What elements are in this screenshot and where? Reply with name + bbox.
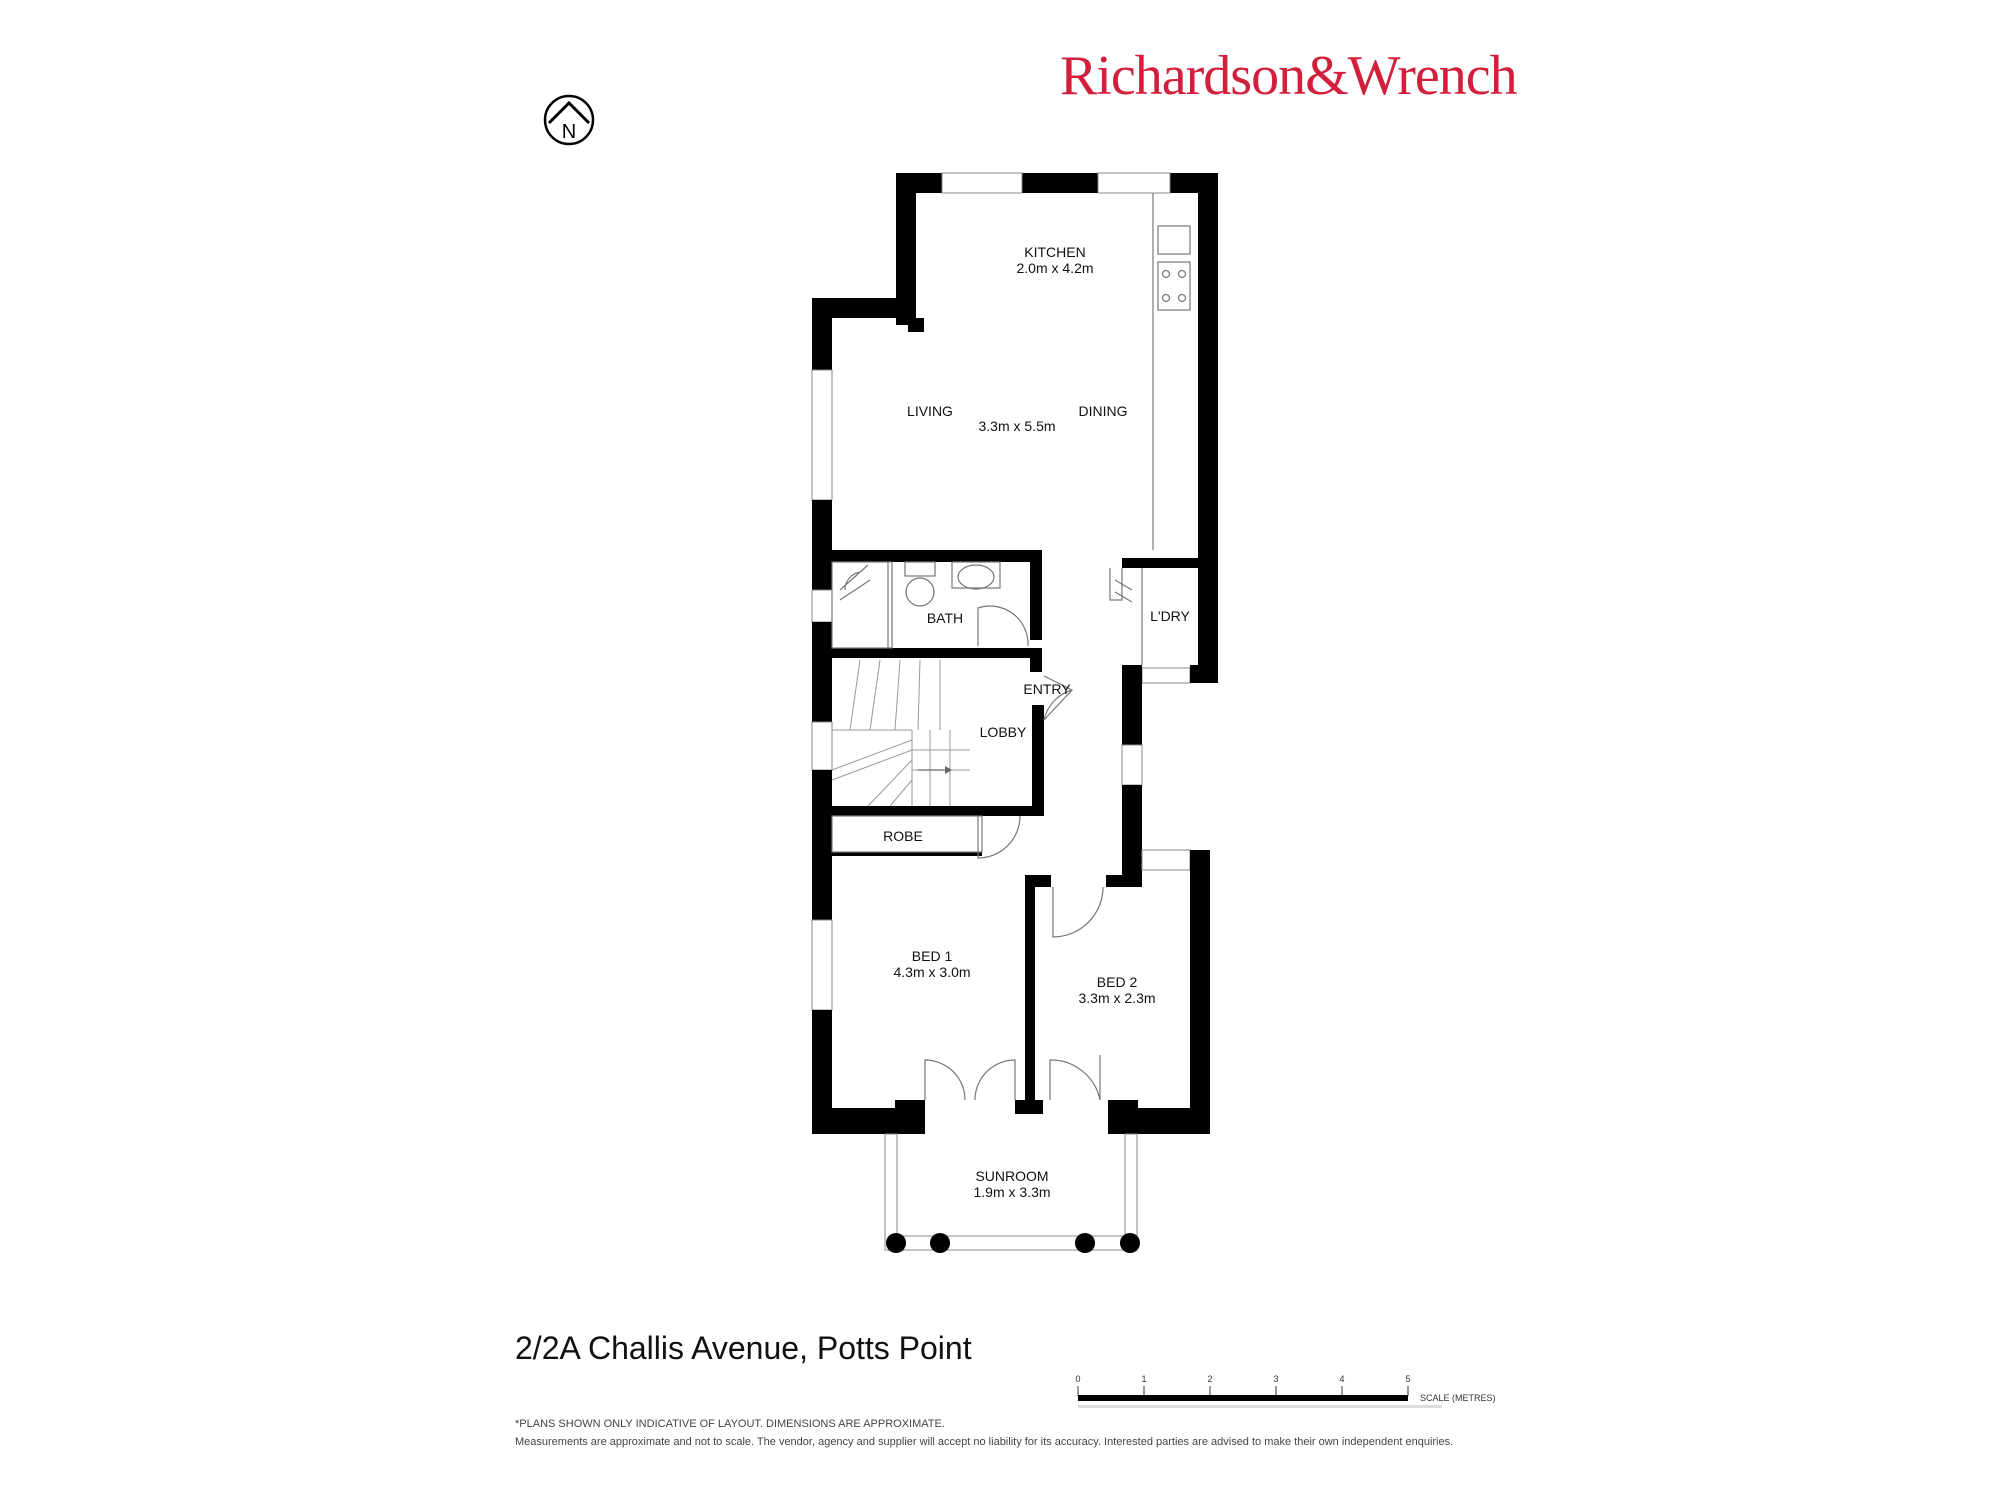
bed2-dims: 3.3m x 2.3m	[1078, 990, 1155, 1006]
living-name: LIVING	[907, 403, 953, 419]
disclaimer-line-2: Measurements are approximate and not to …	[515, 1436, 1454, 1448]
robe-name: ROBE	[883, 828, 923, 844]
laundry-name: L'DRY	[1150, 608, 1190, 624]
scale-bar: 0 1 2 3 4 5 SCALE (METRES)	[1075, 1374, 1496, 1408]
bed2-name: BED 2	[1097, 974, 1138, 990]
entry-name: ENTRY	[1023, 681, 1071, 697]
north-arrow-icon: N	[543, 94, 595, 146]
kitchen-name: KITCHEN	[1024, 244, 1085, 260]
sunroom-name: SUNROOM	[975, 1168, 1048, 1184]
kitchen-dims: 2.0m x 4.2m	[1016, 260, 1093, 276]
compass-label: N	[562, 121, 576, 143]
property-address: 2/2A Challis Avenue, Potts Point	[515, 1330, 972, 1366]
brand-name: Richardson&Wrench	[1060, 45, 1518, 107]
scale-tick-3: 3	[1273, 1374, 1278, 1384]
walls	[811, 173, 1218, 1134]
bed1-name: BED 1	[912, 948, 953, 964]
living-dining-dims: 3.3m x 5.5m	[978, 418, 1055, 434]
brand-logo: Richardson&Wrench	[1060, 44, 1518, 108]
disclaimer-line-1: *PLANS SHOWN ONLY INDICATIVE OF LAYOUT. …	[515, 1418, 945, 1430]
sunroom-dims: 1.9m x 3.3m	[973, 1184, 1050, 1200]
scale-label: SCALE (METRES)	[1420, 1393, 1496, 1403]
scale-tick-4: 4	[1339, 1374, 1344, 1384]
bed1-dims: 4.3m x 3.0m	[893, 964, 970, 980]
fixtures	[831, 172, 1191, 1253]
scale-tick-2: 2	[1207, 1374, 1212, 1384]
scale-tick-1: 1	[1141, 1374, 1146, 1384]
scale-tick-0: 0	[1075, 1374, 1080, 1384]
room-labels: KITCHEN 2.0m x 4.2m LIVING 3.3m x 5.5m D…	[883, 244, 1190, 1200]
scale-tick-5: 5	[1405, 1374, 1410, 1384]
dining-name: DINING	[1079, 403, 1128, 419]
lobby-name: LOBBY	[980, 724, 1027, 740]
bath-name: BATH	[927, 610, 963, 626]
